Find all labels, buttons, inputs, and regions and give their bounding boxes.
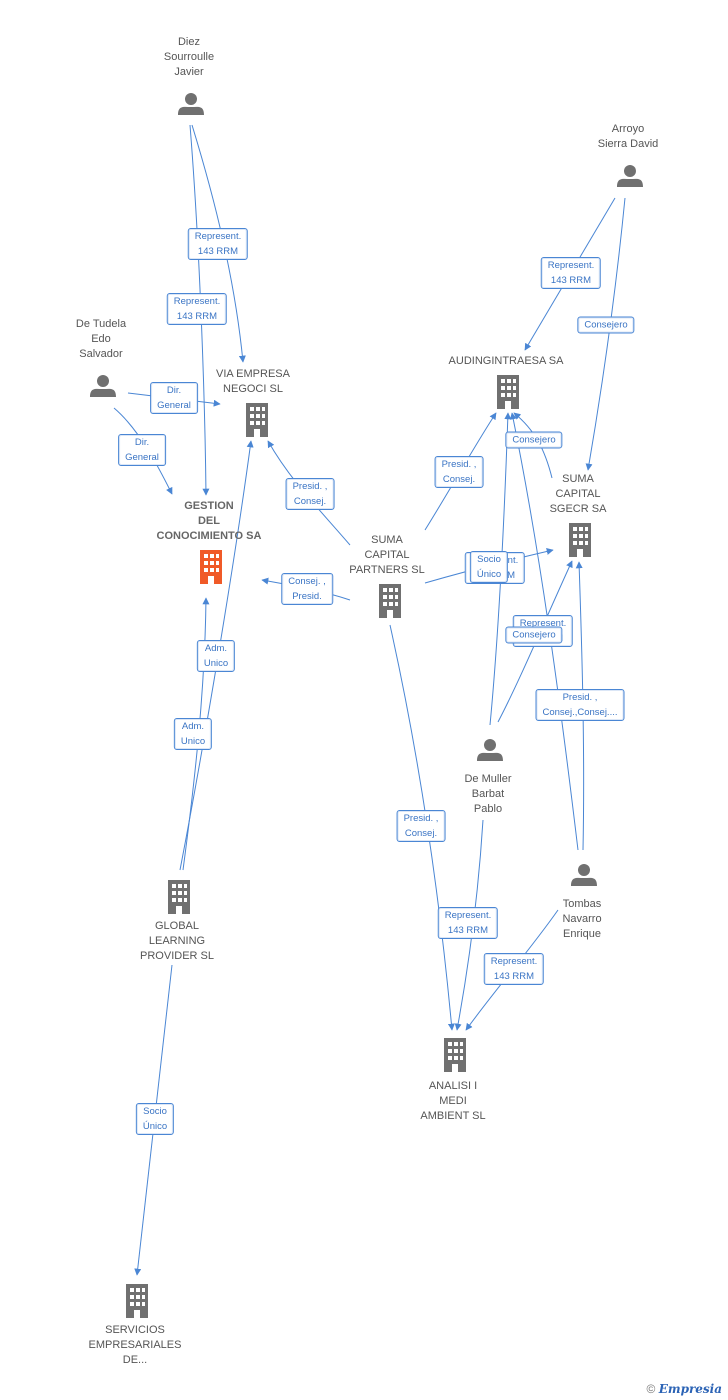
edge-label[interactable]: Adm. Unico xyxy=(173,718,213,750)
edge-label[interactable]: Consejero xyxy=(505,626,563,644)
person-icon[interactable] xyxy=(477,739,503,761)
edge-label[interactable]: Represent. 143 RRM xyxy=(483,953,545,985)
edge-arroyo-sumasgecr xyxy=(585,197,626,471)
person-icon[interactable] xyxy=(178,93,204,115)
person-icon[interactable] xyxy=(90,375,116,397)
edge-label[interactable]: Presid. , Consej. xyxy=(434,456,484,488)
brand-logo: Empresia xyxy=(658,1382,722,1396)
node-label-analisi[interactable]: ANALISI I MEDI AMBIENT SL xyxy=(420,1080,486,1122)
building-icon[interactable] xyxy=(246,403,268,437)
edge-label[interactable]: Represent. 143 RRM xyxy=(437,907,499,939)
node-label-demuller[interactable]: De Muller Barbat Pablo xyxy=(464,773,512,815)
edge-label[interactable]: Consejero xyxy=(505,431,563,449)
main-company-icon[interactable] xyxy=(200,550,222,584)
edge-label[interactable]: Represent. 143 RRM xyxy=(166,293,228,325)
node-label-sumasgecr[interactable]: SUMA CAPITAL SGECR SA xyxy=(549,473,607,515)
edge-label[interactable]: Consejero xyxy=(577,316,635,334)
node-label-gestion[interactable]: GESTION DEL CONOCIMIENTO SA xyxy=(156,500,262,542)
building-icon[interactable] xyxy=(569,523,591,557)
node-label-arroyo[interactable]: Arroyo Sierra David xyxy=(597,123,659,150)
person-icon[interactable] xyxy=(617,165,643,187)
edge-label[interactable]: Presid. , Consej. xyxy=(396,810,446,842)
edge-demuller-sumasgecr xyxy=(497,560,573,723)
edge-label[interactable]: Dir. General xyxy=(118,434,166,466)
edge-label[interactable]: Presid. , Consej.,Consej.... xyxy=(535,689,625,721)
edge-label[interactable]: Presid. , Consej. xyxy=(285,478,335,510)
edge-label[interactable]: Socio Único xyxy=(135,1103,175,1135)
node-label-tombas[interactable]: Tombas Navarro Enrique xyxy=(562,898,602,940)
person-icon[interactable] xyxy=(571,864,597,886)
edge-label[interactable]: Consej. , Presid. xyxy=(281,573,333,605)
edge-label[interactable]: Represent. 143 RRM xyxy=(540,257,602,289)
copyright-symbol: © xyxy=(646,1382,656,1396)
edge-label[interactable]: Represent. 143 RRM xyxy=(187,228,249,260)
node-label-global[interactable]: GLOBAL LEARNING PROVIDER SL xyxy=(140,920,214,962)
building-icon[interactable] xyxy=(497,375,519,409)
node-label-sumacap[interactable]: SUMA CAPITAL PARTNERS SL xyxy=(349,534,425,576)
building-icon[interactable] xyxy=(168,880,190,914)
node-label-servicios[interactable]: SERVICIOS EMPRESARIALES DE... xyxy=(88,1324,182,1366)
edge-label[interactable]: Socio Único xyxy=(469,551,509,583)
building-icon[interactable] xyxy=(126,1284,148,1318)
node-label-via[interactable]: VIA EMPRESA NEGOCI SL xyxy=(216,368,290,395)
footer-credit[interactable]: © Empresia xyxy=(647,1382,722,1396)
node-label-audin[interactable]: AUDINGINTRAESA SA xyxy=(448,355,564,367)
node-label-detudela[interactable]: De Tudela Edo Salvador xyxy=(75,318,127,360)
building-icon[interactable] xyxy=(379,584,401,618)
edge-label[interactable]: Dir. General xyxy=(150,382,198,414)
building-icon[interactable] xyxy=(444,1038,466,1072)
node-label-diez[interactable]: Diez Sourroulle Javier xyxy=(163,36,215,78)
edge-label[interactable]: Adm. Unico xyxy=(196,640,236,672)
